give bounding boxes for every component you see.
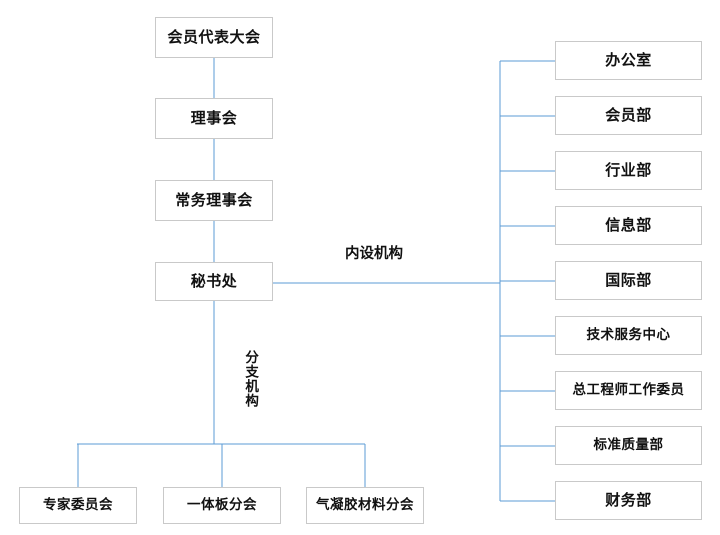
label-internal-units: 内设机构 — [345, 247, 403, 262]
node-standards-quality-dept[interactable]: 标准质量部 — [555, 426, 702, 465]
node-label: 专家委员会 — [43, 496, 113, 513]
label-text: 内设机构 — [345, 246, 403, 262]
node-international-dept[interactable]: 国际部 — [555, 261, 702, 300]
node-label: 标准质量部 — [593, 436, 664, 453]
node-label: 气凝胶材料分会 — [316, 496, 414, 513]
node-label: 办公室 — [605, 51, 652, 69]
node-membership-dept[interactable]: 会员部 — [555, 96, 702, 135]
label-branch-units: 分支机构 — [242, 350, 259, 408]
node-assembly[interactable]: 会员代表大会 — [155, 17, 273, 58]
node-label: 会员部 — [605, 106, 652, 124]
node-technical-service-center[interactable]: 技术服务中心 — [555, 316, 702, 355]
node-chief-engineer-committee[interactable]: 总工程师工作委员 — [555, 371, 702, 410]
node-label: 信息部 — [605, 216, 652, 234]
node-information-dept[interactable]: 信息部 — [555, 206, 702, 245]
node-office[interactable]: 办公室 — [555, 41, 702, 80]
node-label: 行业部 — [605, 161, 652, 179]
node-label: 国际部 — [605, 271, 652, 289]
node-label: 一体板分会 — [187, 496, 257, 513]
node-secretariat[interactable]: 秘书处 — [155, 262, 273, 301]
node-label: 常务理事会 — [175, 191, 253, 209]
node-expert-committee[interactable]: 专家委员会 — [19, 487, 137, 524]
node-label: 技术服务中心 — [586, 326, 671, 343]
node-council[interactable]: 理事会 — [155, 98, 273, 139]
node-integrated-board-branch[interactable]: 一体板分会 — [163, 487, 281, 524]
node-industry-dept[interactable]: 行业部 — [555, 151, 702, 190]
node-label: 财务部 — [605, 491, 652, 509]
node-aerogel-material-branch[interactable]: 气凝胶材料分会 — [306, 487, 424, 524]
node-label: 理事会 — [190, 109, 238, 127]
label-text: 分支机构 — [242, 350, 259, 408]
node-standing-council[interactable]: 常务理事会 — [155, 180, 273, 221]
node-label: 秘书处 — [190, 272, 238, 290]
node-label: 总工程师工作委员 — [572, 381, 685, 398]
node-finance-dept[interactable]: 财务部 — [555, 481, 702, 520]
node-label: 会员代表大会 — [167, 28, 261, 46]
